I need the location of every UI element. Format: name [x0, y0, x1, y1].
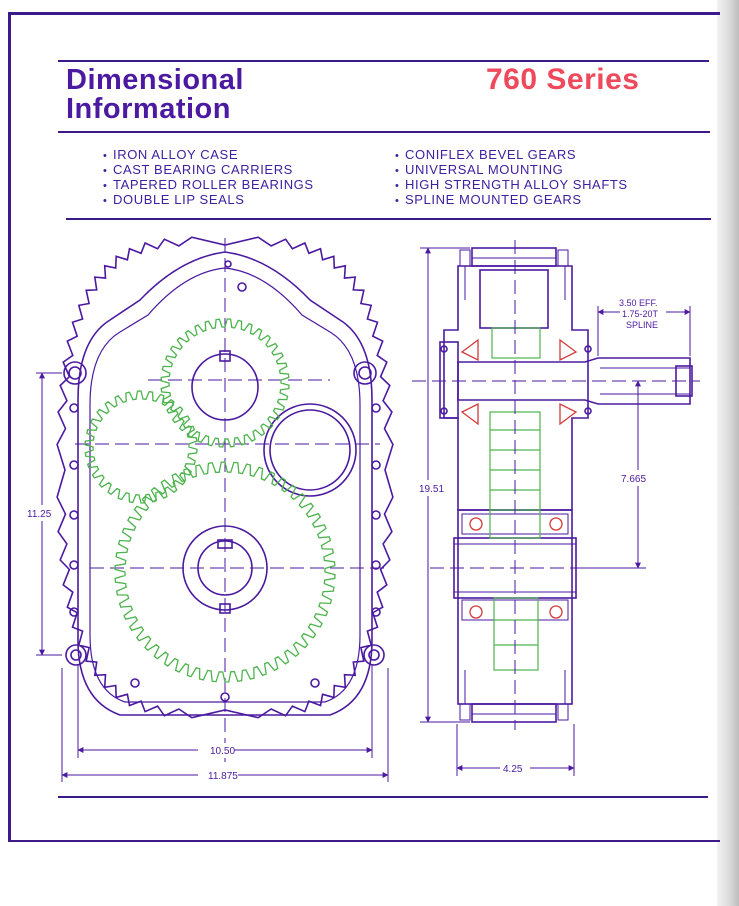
lower-bull-gear	[114, 461, 336, 683]
feature-item: •IRON ALLOY CASE	[103, 147, 239, 163]
bottom-cover	[471, 703, 557, 723]
feature-item: •UNIVERSAL MOUNTING	[395, 162, 564, 178]
mounting-holes	[63, 260, 385, 702]
title-line-1: Dimensional	[66, 64, 244, 96]
spline-label-line2: 1.75-20T	[622, 309, 659, 319]
feature-item: •CAST BEARING CARRIERS	[103, 162, 293, 178]
header-rule-bottom	[58, 131, 710, 133]
input-shaft	[457, 357, 691, 405]
spline-label-line3: SPLINE	[626, 320, 658, 330]
series-label: 760 Series	[486, 63, 640, 96]
housing-teeth-outline	[56, 236, 394, 719]
lower-gear-hub	[182, 525, 268, 614]
front-view	[56, 236, 394, 762]
features-rule	[66, 218, 711, 220]
side-centerlines	[412, 240, 700, 730]
side-gears	[489, 327, 541, 671]
page-edge-shadow	[717, 0, 739, 906]
feature-item: •DOUBLE LIP SEALS	[103, 192, 245, 208]
dim-height-label: 11.25	[27, 509, 52, 520]
dim-shaft-height-label: 7.665	[621, 474, 646, 485]
features-right-list: •CONIFLEX BEVEL GEARS •UNIVERSAL MOUNTIN…	[395, 148, 628, 208]
feature-item: •TAPERED ROLLER BEARINGS	[103, 177, 314, 193]
outer-frame-top	[8, 12, 720, 15]
front-gears	[84, 318, 336, 683]
page-title: Dimensional Information	[66, 66, 244, 124]
bearings	[460, 338, 578, 619]
feature-item: •CONIFLEX BEVEL GEARS	[395, 147, 577, 163]
housing-body	[77, 251, 373, 716]
dim-width-label: 4.25	[503, 764, 523, 775]
footer-rule	[58, 796, 708, 798]
outer-frame-left	[8, 12, 11, 842]
spline-label-line1: 3.50 EFF.	[619, 298, 658, 308]
dim-total-height-label: 19.51	[419, 484, 444, 495]
dim-outer-width-label: 11.875	[208, 771, 238, 782]
left-idler-gear	[84, 390, 198, 504]
header-rule-top	[58, 60, 709, 62]
upper-gear	[160, 318, 290, 448]
feature-item: •SPLINE MOUNTED GEARS	[395, 192, 582, 208]
title-line-2: Information	[66, 93, 231, 125]
housing-inner-wall	[89, 267, 361, 703]
dim-inner-width-label: 10.50	[210, 746, 235, 757]
seal-circle	[263, 403, 357, 497]
features-left-list: •IRON ALLOY CASE •CAST BEARING CARRIERS …	[103, 148, 314, 208]
upper-gear-hub	[191, 350, 259, 421]
upper-housing	[443, 265, 589, 511]
top-cover	[471, 247, 557, 267]
feature-item: •HIGH STRENGTH ALLOY SHAFTS	[395, 177, 628, 193]
outer-frame-bottom	[8, 840, 720, 842]
